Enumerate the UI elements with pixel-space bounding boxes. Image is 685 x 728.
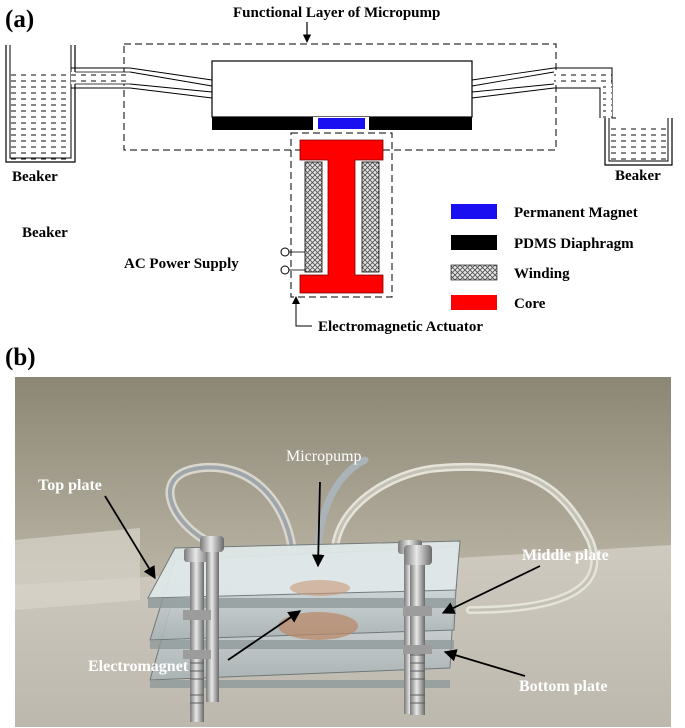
- beaker-extra-label: Beaker: [22, 225, 68, 241]
- legend-swatch-pdms: [451, 235, 497, 250]
- legend-swatch-core: [451, 295, 497, 310]
- legend-swatch-winding: [450, 264, 498, 281]
- left-diffuser: [129, 67, 213, 99]
- panel-a-label: (a): [5, 6, 34, 33]
- legend-label-winding: Winding: [514, 266, 570, 282]
- right-beaker: [604, 118, 673, 166]
- panel-b-label: (b): [5, 344, 36, 371]
- left-beaker: [5, 45, 76, 163]
- micropump-label: Micropump: [286, 448, 362, 465]
- legend-swatch-magnet: [451, 204, 497, 219]
- legend-label-core: Core: [514, 296, 546, 312]
- bottom-plate-arrow: [443, 649, 526, 677]
- right-diffuser: [471, 67, 555, 99]
- beaker-right-label: Beaker: [615, 168, 661, 184]
- panel-a-diagram: (a) Functional Layer of Micropump: [5, 5, 673, 335]
- top-plate-arrow: [104, 495, 156, 580]
- winding-left: [304, 161, 323, 273]
- power-terminal-bottom: [280, 265, 290, 275]
- pump-chamber: [211, 60, 473, 118]
- core: [299, 139, 384, 294]
- legend: Permanent Magnet PDMS Diaphragm Winding …: [450, 204, 638, 312]
- right-outlet-tube: [554, 67, 616, 119]
- plate-stack: [147, 540, 461, 688]
- left-inlet-tube: [71, 67, 130, 89]
- ac-power-label: AC Power Supply: [124, 256, 239, 272]
- permanent-magnet: [318, 118, 365, 129]
- beaker-left-label: Beaker: [12, 169, 58, 185]
- top-plate-label: Top plate: [38, 477, 102, 494]
- bolts: [183, 536, 432, 722]
- middle-plate-arrow: [441, 565, 541, 614]
- micropump-arrow: [311, 481, 325, 568]
- actuator-label: Electromagnetic Actuator: [318, 319, 483, 335]
- functional-layer-label: Functional Layer of Micropump: [233, 5, 440, 21]
- electromagnet-core: [278, 612, 358, 640]
- middle-plate-label: Middle plate: [522, 547, 609, 564]
- silicone-tubes: [165, 456, 599, 614]
- electromagnet-arrow: [227, 610, 302, 661]
- legend-label-magnet: Permanent Magnet: [514, 205, 638, 221]
- legend-label-pdms: PDMS Diaphragm: [514, 236, 634, 252]
- bottom-plate-label: Bottom plate: [519, 678, 607, 695]
- power-terminal-top: [280, 247, 290, 257]
- electromagnet-label: Electromagnet: [88, 658, 189, 675]
- actuator-boundary: [290, 132, 393, 298]
- winding-right: [361, 161, 380, 273]
- panel-b-photo: (b): [5, 344, 671, 727]
